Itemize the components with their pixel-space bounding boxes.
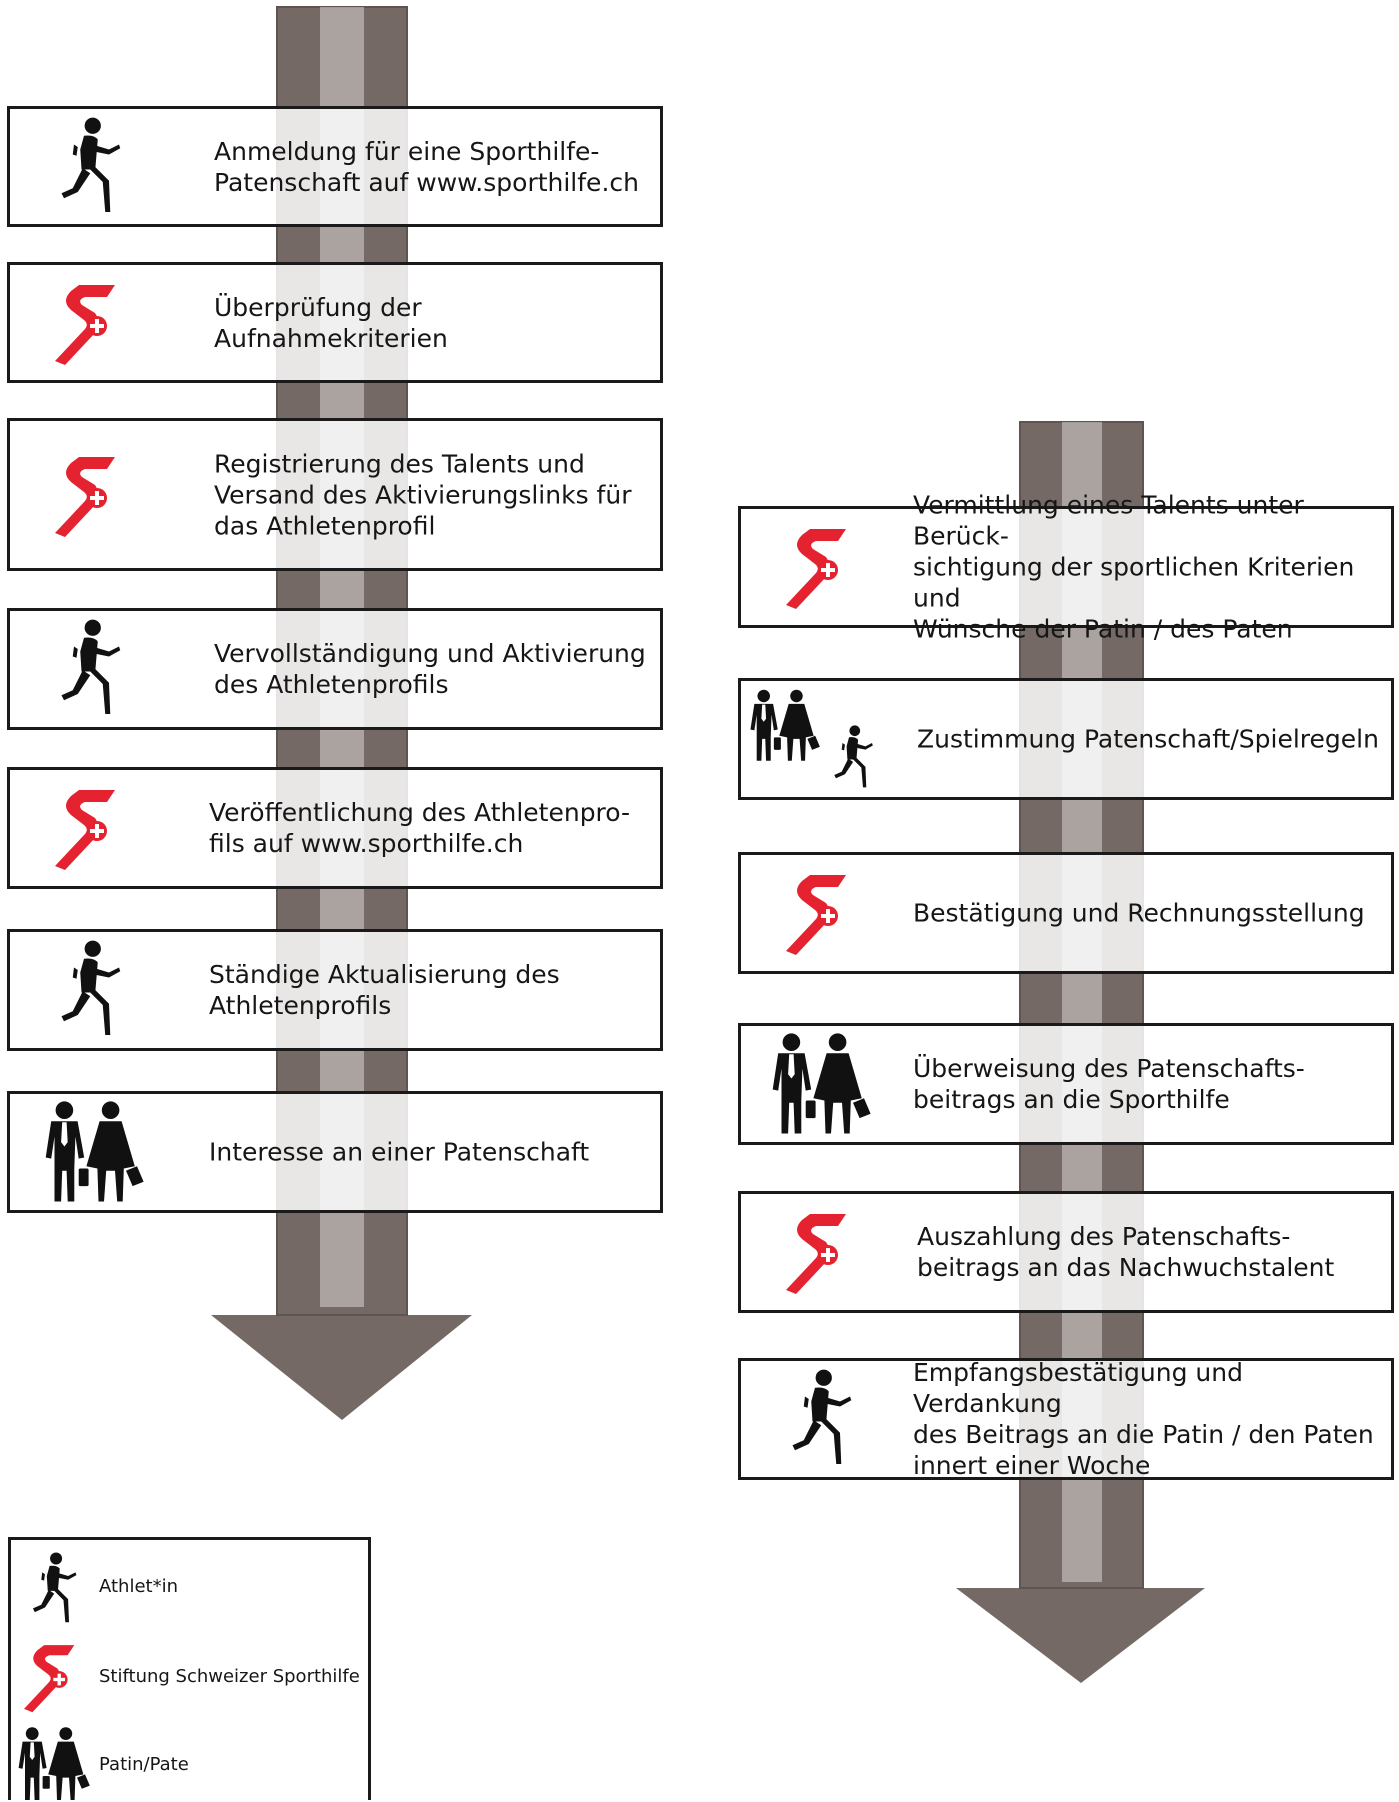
left-step-7: Interesse an einer Patenschaft: [7, 1091, 663, 1213]
sponsor-couple-icon: [38, 1100, 148, 1204]
legend-label: Stiftung Schweizer Sporthilfe: [99, 1666, 360, 1687]
sporthilfe-logo-icon: [780, 869, 854, 957]
athlete-icon: [56, 940, 132, 1040]
step-text: Ständige Aktualisierung des Athletenprof…: [209, 960, 560, 1020]
step-text: Überprüfung der Aufnahmekriterien: [214, 292, 448, 353]
sporthilfe-logo-icon: [780, 1208, 854, 1296]
step-text: Interesse an einer Patenschaft: [209, 1137, 590, 1167]
sponsor-and-athlete-icon: [745, 687, 881, 791]
athlete-icon: [29, 1552, 85, 1626]
sporthilfe-logo-icon: [49, 451, 123, 539]
left-step-1: Anmeldung für eine Sporthilfe- Patenscha…: [7, 106, 663, 227]
right-step-3: Bestätigung und Rechnungsstellung: [738, 852, 1394, 974]
legend-row-sponsor: Patin/Pate: [11, 1726, 368, 1802]
step-text: Auszahlung des Patenschafts- beitrags an…: [917, 1222, 1335, 1282]
right-step-2: Zustimmung Patenschaft/Spielregeln: [738, 678, 1394, 800]
legend: Athlet*in Stiftung Schweizer Sporthilfe …: [8, 1537, 371, 1800]
sporthilfe-logo-icon: [19, 1640, 81, 1714]
sponsor-couple-icon: [765, 1032, 875, 1136]
athlete-icon: [56, 117, 132, 217]
left-step-5: Veröffentlichung des Athletenpro- fils a…: [7, 767, 663, 889]
legend-row-athlete: Athlet*in: [11, 1548, 368, 1630]
step-text: Registrierung des Talents und Versand de…: [214, 449, 632, 540]
step-text: Anmeldung für eine Sporthilfe- Patenscha…: [214, 136, 639, 197]
right-step-6: Empfangsbestätigung und Verdankung des B…: [738, 1358, 1394, 1480]
step-text: Zustimmung Patenschaft/Spielregeln: [917, 724, 1379, 754]
athlete-icon: [787, 1369, 863, 1469]
step-text: Vervollständigung und Aktivierung des At…: [214, 639, 646, 699]
step-text: Veröffentlichung des Athletenpro- fils a…: [209, 798, 631, 858]
left-step-4: Vervollständigung und Aktivierung des At…: [7, 608, 663, 730]
step-text: Bestätigung und Rechnungsstellung: [913, 898, 1365, 928]
sporthilfe-logo-icon: [49, 279, 123, 367]
left-step-3: Registrierung des Talents und Versand de…: [7, 418, 663, 571]
left-step-2: Überprüfung der Aufnahmekriterien: [7, 262, 663, 383]
legend-label: Patin/Pate: [99, 1754, 189, 1775]
legend-label: Athlet*in: [99, 1576, 179, 1597]
right-step-4: Überweisung des Patenschafts- beitrags a…: [738, 1023, 1394, 1145]
sponsor-couple-icon: [13, 1726, 93, 1802]
legend-row-sporthilfe: Stiftung Schweizer Sporthilfe: [11, 1640, 368, 1722]
right-step-5: Auszahlung des Patenschafts- beitrags an…: [738, 1191, 1394, 1313]
step-text: Überweisung des Patenschafts- beitrags a…: [913, 1054, 1305, 1114]
right-step-1: Vermittlung eines Talents unter Berück- …: [738, 491, 1394, 644]
sporthilfe-logo-icon: [49, 784, 123, 872]
sporthilfe-logo-icon: [780, 523, 854, 611]
step-text: Empfangsbestätigung und Verdankung des B…: [913, 1358, 1374, 1480]
step-text: Vermittlung eines Talents unter Berück- …: [913, 490, 1355, 644]
athlete-icon: [56, 619, 132, 719]
left-step-6: Ständige Aktualisierung des Athletenprof…: [7, 929, 663, 1051]
